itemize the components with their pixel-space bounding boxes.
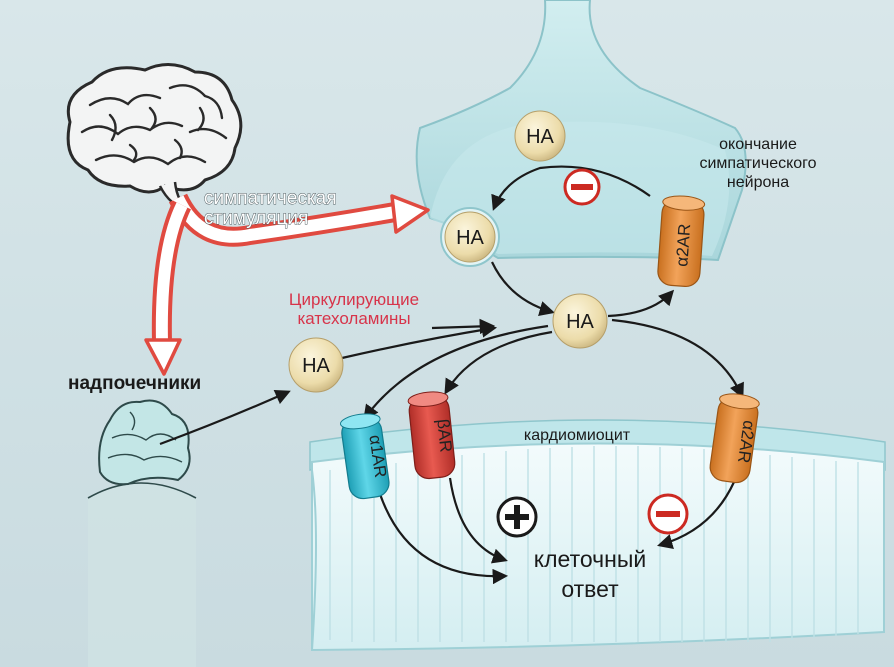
- brain-icon: [66, 63, 243, 204]
- arrow-beta-to-response: [448, 477, 508, 564]
- cell-response-line2: ответ: [561, 576, 619, 602]
- sympathetic-stimulation-line1: симпатическая: [204, 188, 336, 209]
- receptor-a2-presynaptic: α2AR: [657, 195, 706, 288]
- minus-sign-cardiac: [647, 493, 689, 535]
- arrow-blood-to-cleft: [341, 322, 498, 360]
- circulating-line2: катехоламины: [297, 309, 410, 328]
- na-cleft-label: НА: [566, 311, 594, 333]
- adrenal-gland-icon: [87, 399, 197, 667]
- arrow-cleft-to-a2-presynaptic: [607, 289, 675, 318]
- circulating-catecholamines-label: Циркулирующие катехоламины: [289, 290, 419, 328]
- na-vesicle-label: НА: [526, 126, 554, 148]
- neuron-ending-line3: нейрона: [727, 174, 789, 191]
- adrenals-label: надпочечники: [68, 373, 201, 394]
- receptor-a2-cardiac: α2AR: [709, 393, 760, 484]
- minus-sign-presynaptic: [563, 168, 601, 206]
- neuron-ending-label: окончание симпатического нейрона: [699, 136, 816, 191]
- cell-response-label: клеточный ответ: [534, 546, 646, 602]
- receptor-a2-presynaptic-label: α2AR: [672, 223, 694, 267]
- cardiomyocyte-label: кардиомиоцит: [524, 427, 631, 444]
- arrow-a1-to-response: [378, 493, 509, 585]
- na-molecule-release: НА: [440, 207, 500, 267]
- sympathetic-stimulation-label: симпатическая стимуляция: [204, 188, 337, 230]
- arrow-neuron-to-cleft: [491, 261, 555, 317]
- sympathetic-stimulation-line2: стимуляция: [204, 208, 308, 229]
- plus-sign-cardiac: [496, 496, 538, 538]
- sympathetic-stimulation-arrow: [168, 193, 430, 247]
- na-blood-label: НА: [302, 355, 330, 377]
- na-molecule-vesicle: НА: [514, 110, 566, 162]
- cell-response-line1: клеточный: [534, 546, 646, 572]
- receptor-beta: βAR: [407, 391, 456, 480]
- arrow-adrenal-to-blood: [159, 389, 291, 446]
- circulating-line1: Циркулирующие: [289, 290, 419, 309]
- cardiomyocyte-cell: [309, 419, 886, 652]
- na-molecule-cleft: НА: [552, 293, 608, 349]
- na-molecule-blood: НА: [288, 337, 344, 393]
- adrenal-stimulation-arrow: [144, 200, 192, 376]
- na-release-label: НА: [456, 227, 484, 249]
- arrow-cleft-to-a1: [363, 324, 549, 421]
- arrow-circulating-to-cleft: [431, 318, 496, 335]
- receptor-a1: α1AR: [339, 413, 390, 500]
- arrow-cleft-to-beta: [444, 330, 553, 395]
- neuron-ending-line1: окончание: [719, 136, 797, 153]
- neuron-ending-line2: симпатического: [699, 155, 816, 172]
- arrow-a2-cardiac-to-response: [657, 481, 735, 549]
- receptor-beta-label: βAR: [433, 418, 455, 453]
- arrow-a2-feedback: [491, 165, 651, 211]
- arrow-cleft-to-a2-cardiac: [611, 318, 744, 399]
